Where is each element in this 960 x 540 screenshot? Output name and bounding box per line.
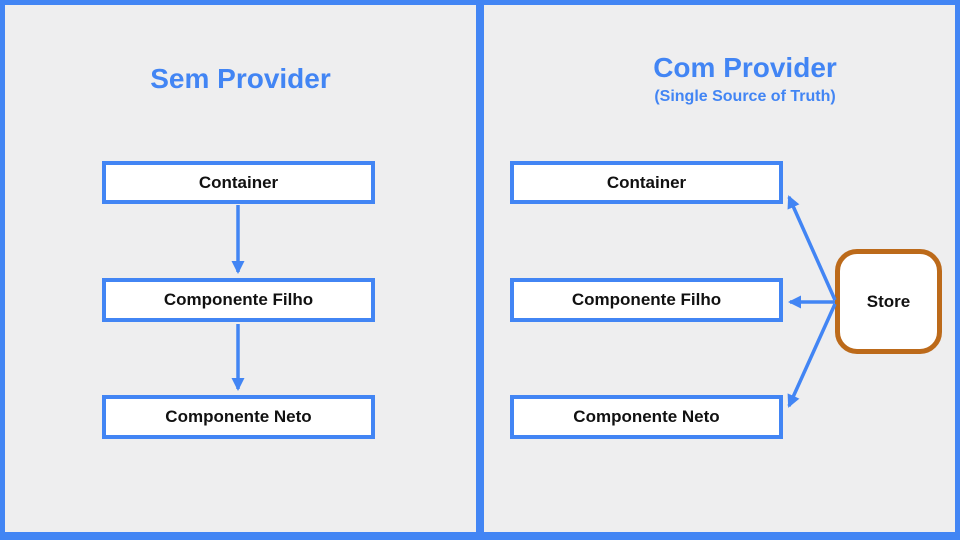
node-right-componente-neto-label: Componente Neto [573,407,720,426]
node-left-componente-neto-label: Componente Neto [165,407,312,426]
node-left-container-label: Container [198,172,279,192]
node-left-componente-filho-label: Componente Filho [163,290,314,309]
node-right-container-label: Container [606,172,687,192]
node-store: Store [835,249,942,354]
panel-sem-provider: Sem Provider [5,5,476,532]
panel-title-com-provider: Com Provider [653,52,837,83]
panel-subtitle-single-source-of-truth: (Single Source of Truth) [654,88,836,105]
node-right-componente-filho: Componente Filho [510,278,783,322]
panel-title-sem-provider: Sem Provider [150,63,331,94]
node-left-container: Container [102,161,375,204]
node-right-container: Container [510,161,783,204]
node-right-componente-neto: Componente Neto [510,395,783,439]
node-left-componente-filho: Componente Filho [102,278,375,322]
node-right-componente-filho-label: Componente Filho [571,290,722,309]
node-left-componente-neto: Componente Neto [102,395,375,439]
node-store-label: Store [866,291,911,311]
